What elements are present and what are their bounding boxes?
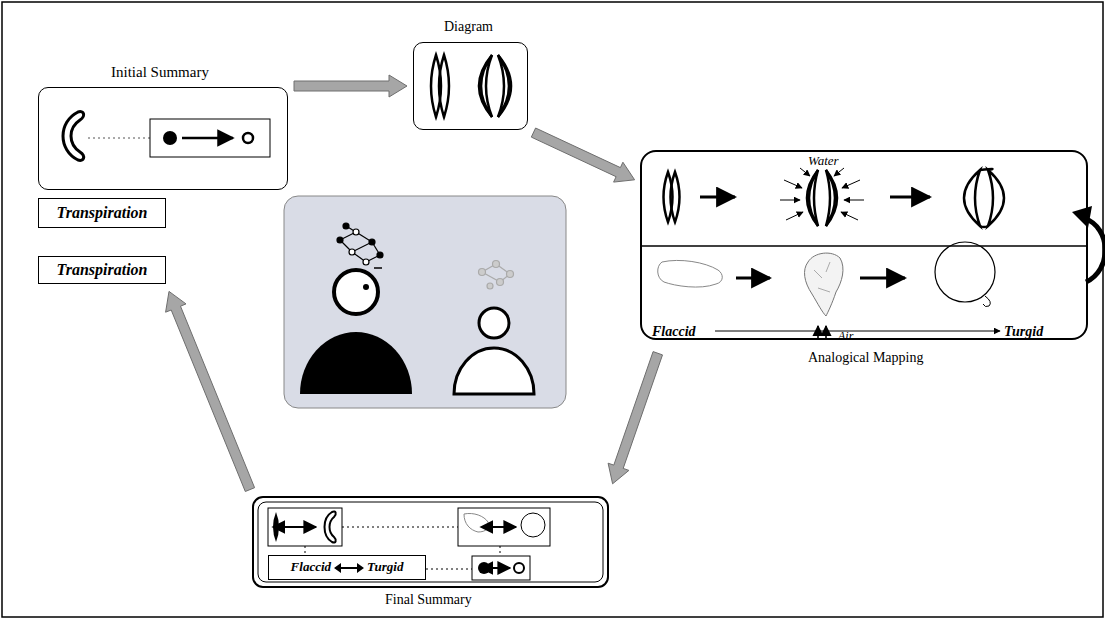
node-text: Flaccid [652, 324, 696, 340]
double-arrow [334, 562, 364, 574]
flow-arrow [166, 291, 255, 491]
node-text: Flaccid [291, 560, 331, 575]
node-box: Flaccid Turgid [268, 555, 426, 580]
node-box: WaterAirFlaccidTurgidAnalogical Mapping [640, 150, 1088, 340]
node-text: Transpiration [57, 204, 148, 222]
flow-arrow [531, 128, 634, 182]
node-text: Initial Summary [111, 64, 209, 81]
node-box: Transpiration [38, 256, 166, 284]
node-text: Water [808, 154, 839, 169]
node-text: Turgid [367, 560, 403, 575]
node-text: Turgid [1004, 324, 1043, 340]
flow-arrow [294, 75, 407, 97]
node-box: Initial Summary [38, 87, 288, 190]
node-text: Transpiration [57, 261, 148, 279]
node-text: Analogical Mapping [808, 350, 923, 366]
node-text: Air [838, 330, 853, 344]
node-text: Final Summary [385, 592, 472, 608]
flow-arrow [608, 352, 662, 484]
node-text: Diagram [444, 19, 493, 35]
node-box: Diagram [413, 42, 528, 130]
node-box: Transpiration [38, 198, 166, 228]
node-box: Final SummaryFlaccidTurgid [253, 497, 608, 587]
